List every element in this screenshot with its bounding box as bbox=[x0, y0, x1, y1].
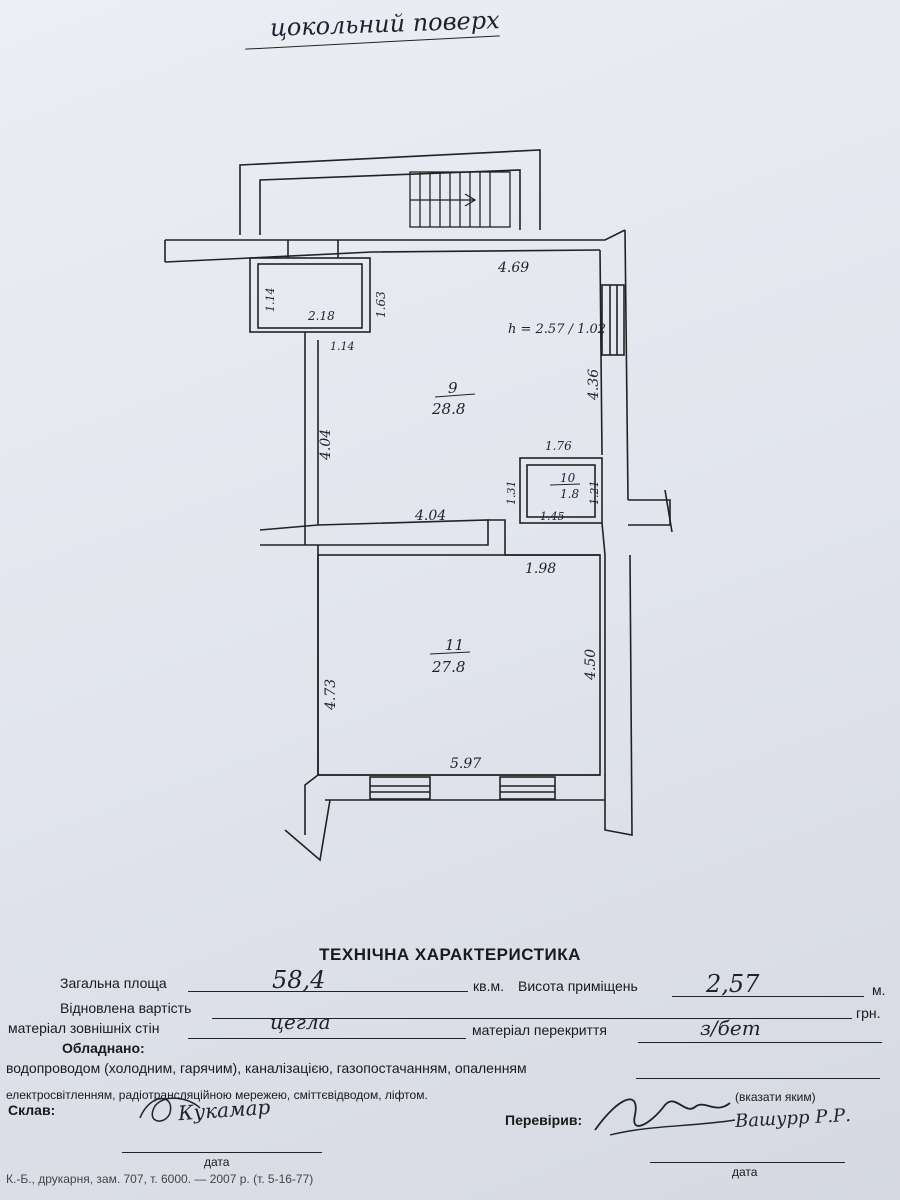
outer-wall-right-lower bbox=[604, 554, 633, 836]
dim-small-left: 1.14 bbox=[264, 288, 277, 313]
restored-cost-line bbox=[212, 1018, 852, 1019]
room11-number: 11 bbox=[445, 636, 464, 654]
floor-plan: 4.69 2.18 1.14 1.63 1.14 h = 2.57 / 1.02… bbox=[164, 149, 673, 862]
height-label: h = 2.57 / 1.02 bbox=[508, 322, 606, 337]
compiled-signature-scribble bbox=[139, 1097, 201, 1122]
dim-room11-top: 1.98 bbox=[525, 561, 556, 577]
dim-small-width: 2.18 bbox=[307, 309, 335, 323]
ceiling-material-value: з/бет bbox=[700, 1016, 761, 1040]
dim-small-right: 1.63 bbox=[374, 291, 388, 318]
checked-signature-scribble bbox=[594, 1098, 736, 1136]
dim-room11-bottom: 5.97 bbox=[450, 756, 481, 772]
room10-number: 10 bbox=[560, 471, 576, 485]
sqm-label: кв.м. bbox=[473, 978, 504, 994]
room9-number: 9 bbox=[448, 379, 458, 397]
partition-wall bbox=[259, 519, 489, 546]
room11-left-wall bbox=[304, 545, 319, 835]
wall-material-line bbox=[188, 1038, 466, 1039]
right-exit bbox=[628, 499, 671, 526]
height-label: Висота приміщень bbox=[518, 978, 638, 994]
equipped-line1: водопроводом (холодним, гарячим), каналі… bbox=[6, 1060, 527, 1076]
dim-closet-top: 1.76 bbox=[545, 439, 572, 453]
dim-closet-bottom: 1.45 bbox=[540, 510, 565, 523]
stair-block-outline bbox=[239, 149, 541, 235]
grn-label: грн. bbox=[856, 1005, 881, 1021]
bottom-left-stub bbox=[284, 799, 331, 862]
dim-right-main: 4.36 bbox=[586, 369, 602, 401]
dim-room11-right: 4.50 bbox=[583, 649, 599, 681]
outer-wall-right bbox=[599, 249, 603, 456]
compiled-date-label: дата bbox=[204, 1155, 230, 1169]
ceiling-material-label: матеріал перекриття bbox=[472, 1022, 607, 1038]
window-right bbox=[601, 284, 625, 356]
dim-top-main: 4.69 bbox=[497, 260, 529, 276]
dim-bottom-main: 4.04 bbox=[414, 508, 446, 524]
restored-cost-label: Відновлена вартість bbox=[60, 1000, 192, 1016]
specify-note: (вказати яким) bbox=[735, 1090, 816, 1104]
checked-signature: Вашурр Р.Р. bbox=[734, 1104, 852, 1133]
dim-closet-right: 1.21 bbox=[588, 481, 601, 506]
outer-wall-top-inner bbox=[164, 249, 601, 263]
dim-small-bottom: 1.14 bbox=[330, 340, 355, 353]
dim-left-main: 4.04 bbox=[318, 429, 334, 461]
compiled-date-line bbox=[122, 1152, 322, 1153]
checked-date-label: дата bbox=[732, 1165, 758, 1179]
window-bottom-right bbox=[499, 776, 556, 800]
small-room bbox=[249, 257, 371, 333]
dim-room11-left: 4.73 bbox=[323, 679, 339, 711]
compiled-label: Склав: bbox=[8, 1102, 56, 1118]
checked-label: Перевірив: bbox=[505, 1112, 583, 1128]
dim-closet-left: 1.31 bbox=[505, 481, 518, 506]
window-bottom-left bbox=[369, 776, 431, 800]
total-area-line bbox=[188, 991, 468, 992]
height-value: 2,57 bbox=[706, 970, 760, 998]
wall-material-value: цегла bbox=[270, 1010, 331, 1034]
equipped-line1-rule bbox=[636, 1078, 880, 1079]
ceiling-material-line bbox=[638, 1042, 882, 1043]
height-line bbox=[672, 996, 864, 997]
total-area-value: 58,4 bbox=[272, 966, 326, 994]
outer-wall-top bbox=[165, 229, 626, 241]
footer-print-info: К.-Б., друкарня, зам. 707, т. 6000. — 20… bbox=[6, 1172, 314, 1186]
room10-area: 1.8 bbox=[560, 487, 579, 501]
stair-block-inner bbox=[259, 169, 521, 235]
room11-area: 27.8 bbox=[431, 658, 465, 676]
outer-wall-right-outer bbox=[624, 229, 629, 501]
room9-area: 28.8 bbox=[431, 400, 465, 418]
equipped-label: Обладнано: bbox=[62, 1040, 145, 1056]
closet-room bbox=[519, 457, 603, 524]
tech-title: ТЕХНІЧНА ХАРАКТЕРИСТИКА bbox=[319, 945, 581, 964]
equipped-line2: електросвітленням, радіотрансляційною ме… bbox=[6, 1088, 428, 1102]
wall-material-label: матеріал зовнішніх стін bbox=[8, 1020, 160, 1036]
m-label: м. bbox=[872, 982, 886, 998]
total-area-label: Загальна площа bbox=[60, 975, 167, 991]
checked-date-line bbox=[650, 1162, 845, 1163]
stair-icon bbox=[409, 171, 511, 228]
